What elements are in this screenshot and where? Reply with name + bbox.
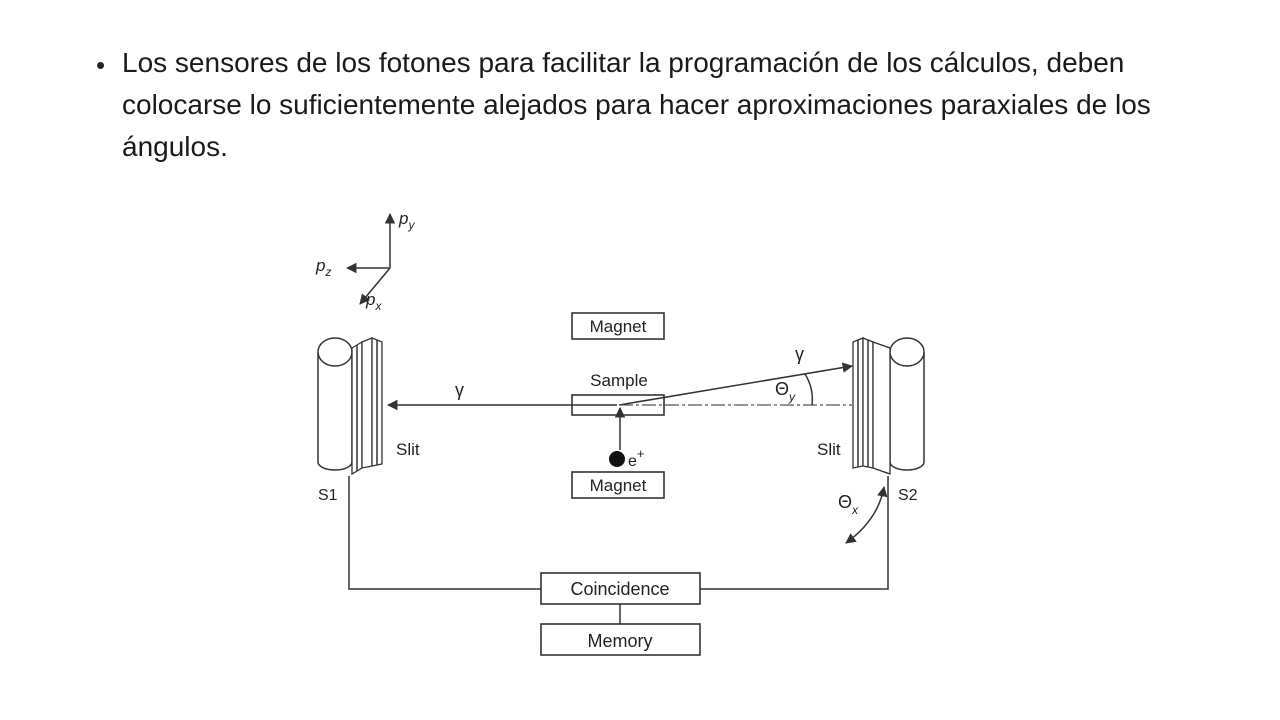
gamma-ray-right	[618, 362, 854, 406]
magnet-top-label: Magnet	[590, 317, 647, 336]
gamma-right-label: γ	[795, 344, 804, 364]
wire-s2	[700, 476, 889, 590]
theta-x-label: Θx	[838, 492, 859, 517]
pz-label: pz	[315, 256, 331, 279]
magnet-bottom-label: Magnet	[590, 476, 647, 495]
memory-box: Memory	[540, 623, 701, 656]
theta-y-arc	[804, 373, 814, 406]
s2-label: S2	[898, 487, 918, 504]
s1-label: S1	[318, 487, 338, 504]
bullet-text: Los sensores de los fotones para facilit…	[122, 47, 1151, 162]
px-label: px	[365, 290, 382, 313]
bullet-marker: •	[96, 50, 106, 80]
py-label: py	[398, 209, 415, 232]
theta-y-label: Θy	[775, 379, 796, 404]
px-axis	[359, 267, 391, 305]
gamma-left-label: γ	[455, 380, 464, 400]
slit-right-label: Slit	[817, 440, 841, 459]
magnet-bottom: Magnet	[571, 471, 665, 499]
memory-label: Memory	[587, 631, 652, 651]
detector-s2	[852, 337, 925, 475]
theta-x-arrow	[845, 485, 888, 544]
wire-s1	[348, 476, 541, 590]
detector-s1	[317, 337, 383, 476]
slit-left-label: Slit	[396, 440, 420, 459]
momentum-axes: py pz px	[315, 209, 415, 313]
positron-dot	[609, 451, 625, 467]
coincidence-box: Coincidence	[540, 572, 701, 605]
sample-label: Sample	[590, 371, 648, 390]
coincidence-label: Coincidence	[570, 579, 669, 599]
positron-label: e+	[628, 446, 645, 470]
magnet-top: Magnet	[571, 312, 665, 340]
